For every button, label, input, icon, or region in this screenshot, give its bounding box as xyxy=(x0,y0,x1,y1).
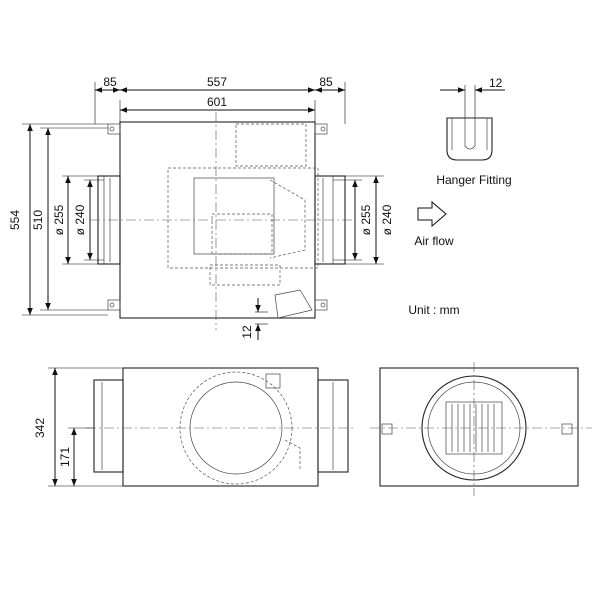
hanger-bracket-top-right xyxy=(314,123,328,135)
side-view-junction-box xyxy=(265,373,281,389)
dim-label-601: 601 xyxy=(207,95,227,109)
air-flow-arrow-icon xyxy=(417,200,447,228)
front-view-body xyxy=(379,367,579,487)
air-flow-label: Air flow xyxy=(414,234,454,248)
internal-fan-housing xyxy=(167,167,319,269)
unit-label: Unit : mm xyxy=(408,303,459,317)
dim-label-85-left: 85 xyxy=(103,75,117,89)
top-view: 85 557 85 601 554 510 ø 255 ø 240 ø 255 … xyxy=(8,75,394,340)
dim-label-510: 510 xyxy=(31,210,45,230)
dim-label-240-right: ø 240 xyxy=(380,204,394,235)
dim-label-85-right: 85 xyxy=(319,75,333,89)
dim-label-171: 171 xyxy=(58,447,72,467)
motor-block xyxy=(193,177,275,255)
scroll-outlet xyxy=(269,179,306,259)
hanger-fitting-plate xyxy=(446,117,493,161)
front-view xyxy=(370,362,592,496)
dim-label-240-left: ø 240 xyxy=(73,204,87,235)
hanger-bracket-bottom-right xyxy=(314,299,328,311)
control-box xyxy=(235,123,307,167)
terminal-block xyxy=(209,264,281,286)
motor-mount xyxy=(211,213,273,255)
dim-label-342: 342 xyxy=(33,418,47,438)
dim-label-255-left: ø 255 xyxy=(52,204,66,235)
side-view-outlet-path xyxy=(284,439,301,470)
front-view-bracket-left xyxy=(381,423,393,435)
side-view: 342 171 xyxy=(33,367,355,487)
dim-label-255-right: ø 255 xyxy=(359,204,373,235)
side-view-outlet-collar xyxy=(317,379,349,473)
side-view-inlet-collar xyxy=(93,379,124,473)
hanger-fitting-slot xyxy=(464,118,476,150)
dim-label-12-bottom: 12 xyxy=(240,325,254,339)
front-view-bracket-right xyxy=(561,423,573,435)
hanger-bracket-top-left xyxy=(107,123,121,135)
dim-label-557: 557 xyxy=(207,75,227,89)
air-flow-indicator: Air flow xyxy=(414,200,454,248)
side-view-body xyxy=(122,367,319,487)
hanger-fitting-detail: 12 Hanger Fitting xyxy=(436,76,511,187)
dim-label-554: 554 xyxy=(8,210,22,230)
hanger-bracket-bottom-left xyxy=(107,299,121,311)
access-panel xyxy=(274,289,313,319)
hanger-fitting-label: Hanger Fitting xyxy=(436,173,511,187)
dim-label-12-hanger: 12 xyxy=(489,76,503,90)
